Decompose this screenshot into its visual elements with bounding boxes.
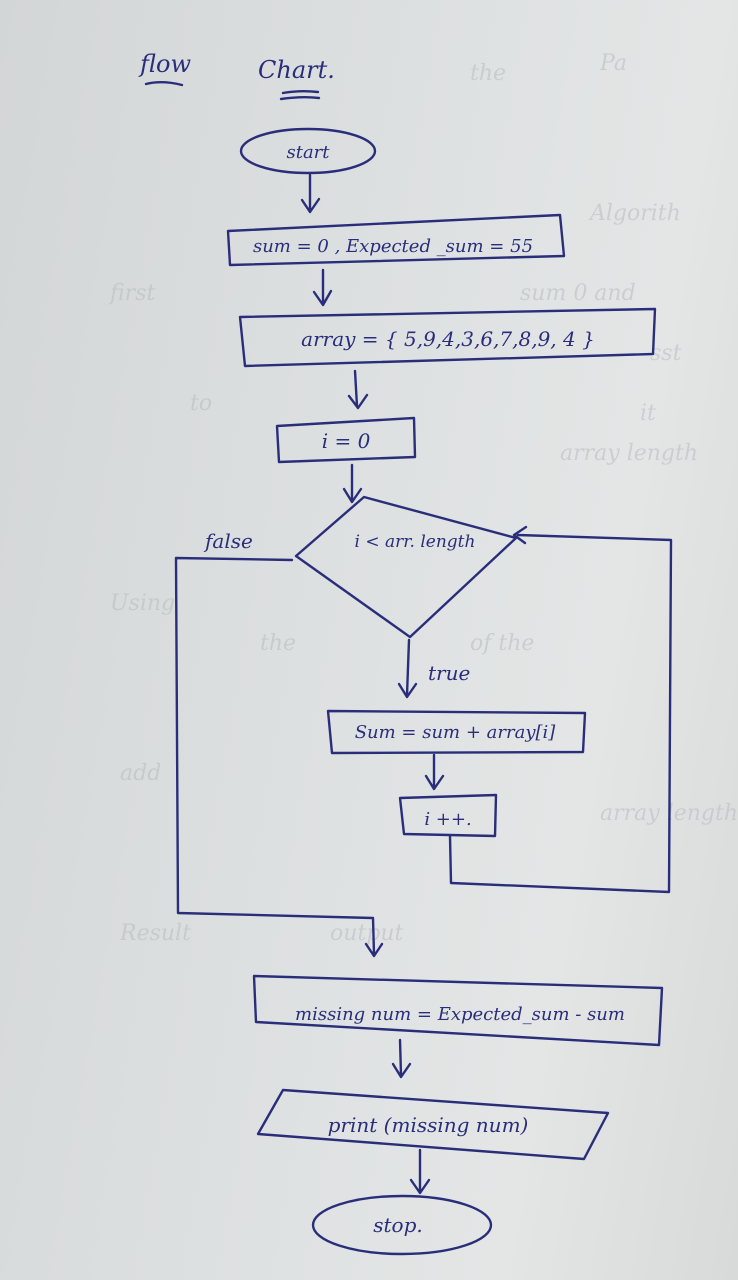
svg-text:first: first	[108, 281, 155, 306]
svg-text:sst: sst	[650, 341, 682, 366]
svg-text:Pa: Pa	[599, 51, 627, 76]
svg-text:Algorith: Algorith	[588, 201, 681, 226]
svg-text:Result: Result	[119, 921, 191, 946]
condition-label: i < arr. length	[355, 532, 476, 552]
start-label: start	[286, 142, 330, 163]
svg-text:the: the	[260, 631, 296, 656]
arrow-body-to-increment	[424, 753, 445, 791]
missing-num-box: missing num = Expected_sum - sum	[252, 974, 664, 1047]
svg-text:it: it	[640, 401, 656, 426]
array-process-box: array = { 5,9,4,3,6,7,8,9, 4 }	[238, 307, 657, 368]
svg-text:add: add	[120, 761, 161, 786]
sum-update-box: Sum = sum + array[i]	[326, 709, 587, 755]
missing-num-label: missing num = Expected_sum - sum	[295, 1004, 625, 1025]
arrow-start-to-init	[300, 173, 321, 214]
loop-init-box: i = 0	[275, 416, 417, 464]
sum-update-label: Sum = sum + array[i]	[355, 722, 557, 743]
loop-back-arrow	[448, 525, 673, 894]
false-path-arrow	[174, 556, 384, 958]
svg-text:of the: of the	[470, 631, 534, 656]
heading-underline-2b	[279, 96, 321, 101]
svg-text:the: the	[470, 61, 506, 86]
svg-text:Using: Using	[110, 591, 175, 616]
heading-underline-1	[144, 81, 184, 87]
heading-word-2: Chart.	[258, 56, 335, 84]
svg-text:sum 0 and: sum 0 and	[520, 281, 636, 306]
condition-decision-diamond: i < arr. length	[294, 495, 518, 639]
heading-word-1: flow	[138, 50, 191, 78]
svg-text:to: to	[190, 391, 212, 416]
false-branch-label: false	[203, 529, 253, 553]
bleed-through-text: the Pa Algorith first sum 0 and sst to i…	[108, 51, 738, 946]
init-process-box: sum = 0 , Expected _sum = 55	[226, 213, 566, 267]
loop-init-label: i = 0	[322, 429, 371, 453]
print-output-parallelogram: print (missing num)	[256, 1088, 610, 1161]
arrow-array-to-i0	[347, 369, 369, 410]
start-terminal: start	[239, 127, 377, 175]
arrow-print-to-stop	[409, 1148, 431, 1195]
init-label: sum = 0 , Expected _sum = 55	[253, 236, 533, 257]
stop-terminal: stop.	[311, 1194, 493, 1256]
print-label: print (missing num)	[328, 1113, 529, 1137]
heading-underline-2a	[281, 90, 320, 95]
svg-text:output: output	[330, 921, 404, 946]
stop-label: stop.	[373, 1213, 423, 1237]
array-label: array = { 5,9,4,3,6,7,8,9, 4 }	[301, 327, 595, 351]
arrow-true-branch	[397, 638, 418, 699]
increment-label: i ++.	[424, 809, 471, 830]
svg-text:array length: array length	[560, 441, 698, 466]
arrow-missing-to-print	[391, 1038, 412, 1079]
arrow-init-to-array	[312, 268, 333, 307]
arrow-i0-to-condition	[342, 463, 363, 504]
increment-box: i ++.	[398, 793, 498, 838]
true-branch-label: true	[428, 661, 470, 685]
